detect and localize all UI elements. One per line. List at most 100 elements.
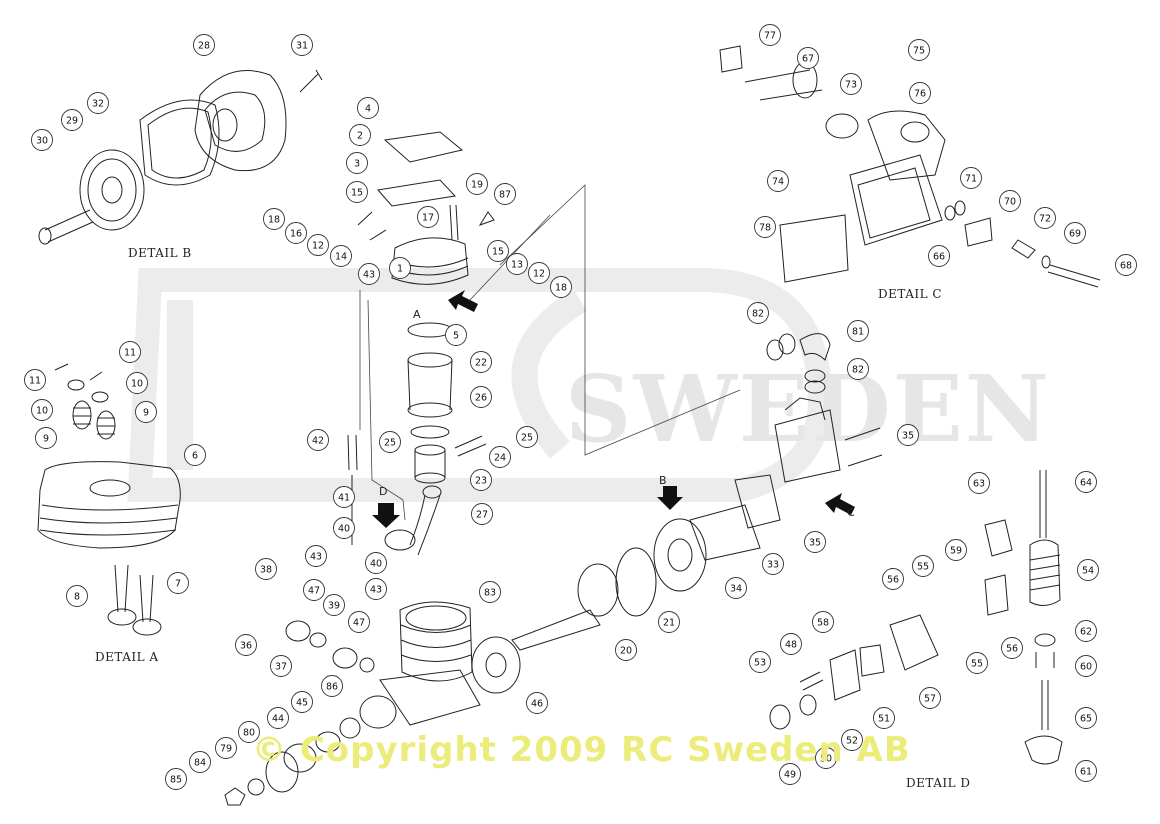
callout-number: 24 — [494, 453, 506, 464]
callout-circle — [909, 82, 931, 104]
callout-number: 61 — [1080, 767, 1092, 778]
callout-86: 86 — [321, 675, 343, 697]
callout-circle — [804, 531, 826, 553]
callout-number: 5 — [453, 331, 459, 342]
callout-66: 66 — [928, 245, 950, 267]
callout-number: 67 — [802, 54, 814, 65]
callout-47-2: 47 — [348, 611, 370, 633]
callout-circle — [847, 358, 869, 380]
callout-number: 38 — [260, 565, 272, 576]
callout-circle — [840, 73, 862, 95]
callout-number: 40 — [370, 559, 382, 570]
callout-number: 10 — [131, 379, 143, 390]
callout-circle — [321, 675, 343, 697]
arrow-letter-a: A — [413, 308, 421, 321]
callout-number: 43 — [310, 552, 322, 563]
callout-number: 56 — [887, 575, 899, 586]
callout-2: 2 — [349, 124, 371, 146]
callout-19: 19 — [466, 173, 488, 195]
callout-number: 43 — [363, 270, 375, 281]
callout-61: 61 — [1075, 760, 1097, 782]
callout-number: 19 — [471, 180, 483, 191]
callout-number: 1 — [397, 264, 403, 275]
callout-26: 26 — [470, 386, 492, 408]
callout-circle — [445, 324, 467, 346]
callout-circle — [61, 109, 83, 131]
callout-number: 76 — [914, 89, 926, 100]
callout-circle — [235, 634, 257, 656]
callout-circle — [882, 568, 904, 590]
crankcase-parts — [224, 601, 521, 806]
callout-circle — [31, 129, 53, 151]
callout-number: 28 — [198, 41, 210, 52]
callout-circle — [550, 276, 572, 298]
callout-42: 42 — [307, 429, 329, 451]
callout-49: 49 — [779, 763, 801, 785]
callout-number: 3 — [354, 159, 360, 170]
callout-circle — [263, 208, 285, 230]
callout-number: 7 — [175, 579, 181, 590]
callout-circle — [747, 302, 769, 324]
callout-number: 54 — [1082, 566, 1094, 577]
callout-circle — [1075, 760, 1097, 782]
callout-80: 80 — [238, 721, 260, 743]
callout-circle — [470, 386, 492, 408]
callout-circle — [167, 572, 189, 594]
callout-number: 9 — [143, 408, 149, 419]
callout-64: 64 — [1075, 471, 1097, 493]
callout-circle — [255, 558, 277, 580]
callout-number: 42 — [312, 436, 324, 447]
callout-52: 52 — [841, 729, 863, 751]
callout-10: 10 — [31, 399, 53, 421]
callout-circle — [305, 545, 327, 567]
callout-number: 56 — [1006, 644, 1018, 655]
callout-circle — [333, 486, 355, 508]
callout-number: 50 — [820, 754, 832, 765]
callout-78: 78 — [754, 216, 776, 238]
cylinder-parts — [347, 322, 487, 556]
callout-11-2: 11 — [119, 341, 141, 363]
callout-7: 7 — [167, 572, 189, 594]
callout-57: 57 — [919, 687, 941, 709]
callout-48: 48 — [780, 633, 802, 655]
callout-circle — [919, 687, 941, 709]
callout-38: 38 — [255, 558, 277, 580]
callout-22: 22 — [470, 351, 492, 373]
callout-83: 83 — [479, 581, 501, 603]
callout-circle — [323, 594, 345, 616]
callout-circle — [526, 692, 548, 714]
callout-circle — [471, 503, 493, 525]
callout-32: 32 — [87, 92, 109, 114]
callout-number: 40 — [338, 524, 350, 535]
callout-circle — [215, 737, 237, 759]
callout-number: 68 — [1120, 261, 1132, 272]
detail-a-parts — [37, 363, 181, 636]
callout-circle — [928, 245, 950, 267]
callout-84: 84 — [189, 751, 211, 773]
callout-76: 76 — [909, 82, 931, 104]
callout-circle — [487, 240, 509, 262]
callout-circle — [35, 427, 57, 449]
callout-6: 6 — [184, 444, 206, 466]
callout-circle — [365, 578, 387, 600]
callout-number: 39 — [328, 601, 340, 612]
callout-62: 62 — [1075, 620, 1097, 642]
callout-81: 81 — [847, 320, 869, 342]
callout-number: 11 — [29, 376, 41, 387]
callout-1: 1 — [389, 257, 411, 279]
callout-number: 83 — [484, 588, 496, 599]
callout-12-2: 12 — [528, 262, 550, 284]
callout-23: 23 — [470, 469, 492, 491]
callout-number: 84 — [194, 758, 206, 769]
callout-39: 39 — [323, 594, 345, 616]
callout-9-2: 9 — [135, 401, 157, 423]
callout-circle — [291, 34, 313, 56]
callout-number: 27 — [476, 510, 488, 521]
callout-circle — [87, 92, 109, 114]
arrow-letter-d: D — [379, 485, 387, 498]
callout-number: 6 — [192, 451, 198, 462]
callout-65: 65 — [1075, 707, 1097, 729]
callout-number: 51 — [878, 714, 890, 725]
detail-d-parts — [769, 470, 1063, 765]
